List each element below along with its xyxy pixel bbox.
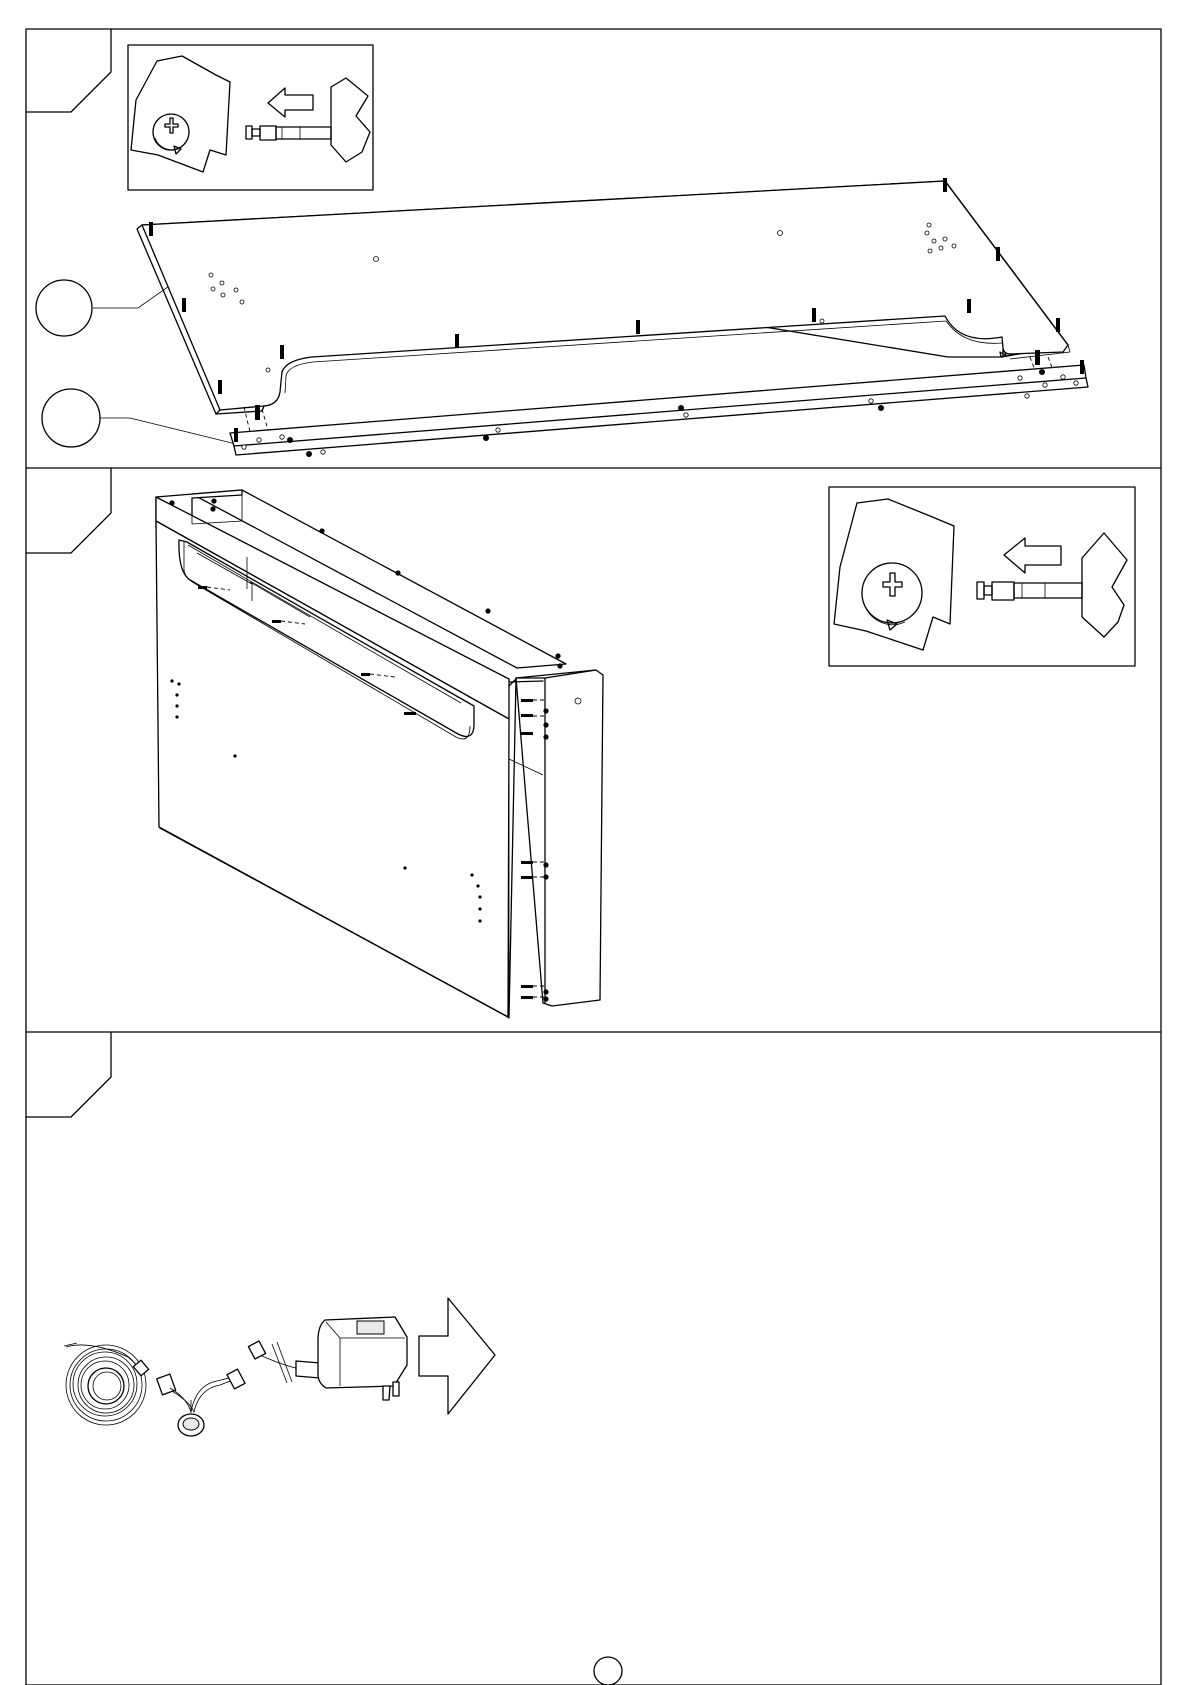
step-badge <box>26 29 111 112</box>
page-number <box>594 1657 622 1685</box>
dowel-pin-icon <box>977 582 1082 600</box>
power-adapter-icon <box>248 1317 407 1400</box>
step-1-panel <box>26 29 1088 457</box>
left-arrow-icon <box>1004 538 1061 573</box>
detail-inset <box>829 487 1135 666</box>
step-3-panel <box>26 1032 495 1436</box>
left-arrow-icon <box>268 88 313 117</box>
cable-coil-icon <box>64 1343 149 1425</box>
cam-lock-icon <box>862 563 922 623</box>
rail-panel <box>230 360 1088 457</box>
step-badge <box>26 1032 111 1117</box>
right-arrow-icon <box>419 1298 495 1414</box>
step-badge <box>26 468 111 553</box>
switch-cable-icon <box>157 1369 245 1436</box>
detail-inset <box>128 45 373 190</box>
cam-lock-icon <box>153 114 189 150</box>
cabinet-body <box>156 490 603 1018</box>
step-2-panel <box>26 468 1135 1018</box>
dowel-pin-icon <box>246 126 331 140</box>
part-callout <box>42 389 236 447</box>
